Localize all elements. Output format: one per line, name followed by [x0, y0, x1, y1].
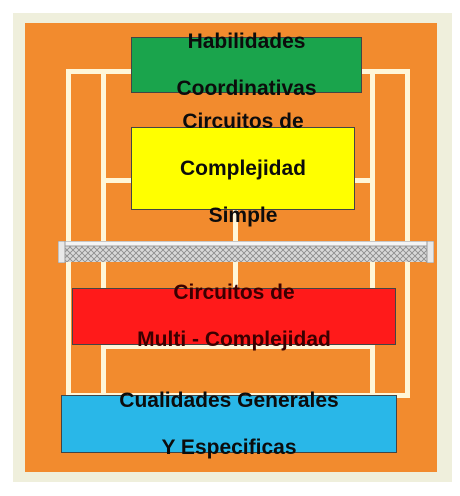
court-sideline-inner-left — [101, 69, 106, 398]
simple-line1: Circuitos de — [182, 109, 304, 133]
court-sideline-inner-right — [370, 69, 375, 398]
box-circuitos-complejidad-simple: Circuitos de Complejidad Simple — [131, 110, 355, 227]
habilidades-line2: Coordinativas — [176, 76, 317, 100]
tennis-net — [58, 241, 434, 263]
multi-line2: Multi - Complejidad — [137, 328, 331, 352]
court-service-line-bottom — [101, 344, 375, 349]
cualidades-line2: Y Especificas — [161, 435, 297, 459]
box-circuitos-multi-complejidad: Circuitos de Multi - Complejidad — [72, 281, 396, 351]
court-sideline-outer-left — [66, 69, 71, 398]
cualidades-line1: Cualidades Generales — [119, 388, 339, 412]
simple-line2: Complejidad — [179, 156, 306, 180]
box-cualidades-generales: Cualidades Generales Y Especificas — [61, 389, 397, 459]
simple-line3: Simple — [208, 203, 278, 227]
multi-line1: Circuitos de — [173, 281, 295, 305]
court-center-service-line — [233, 178, 238, 349]
habilidades-line1: Habilidades — [187, 29, 306, 53]
box-habilidades-coordinativas: Habilidades Coordinativas — [131, 30, 362, 100]
court-sideline-outer-right — [405, 69, 410, 398]
